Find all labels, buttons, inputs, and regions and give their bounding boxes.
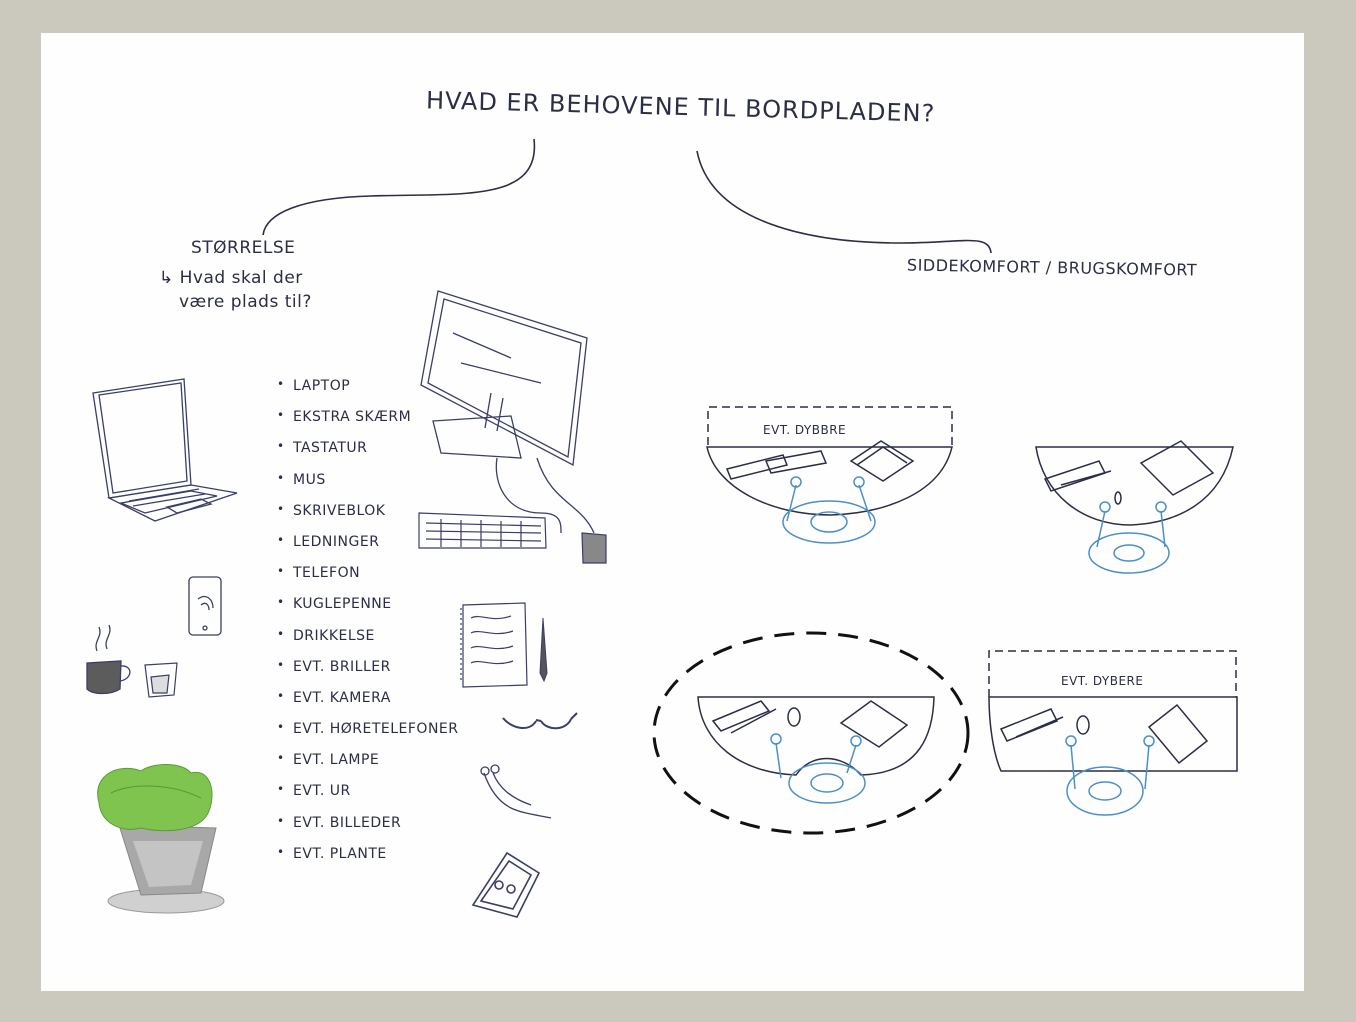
desk-label-top-left: EVT. DYBBRE [763, 423, 847, 437]
earphones-sketch [480, 764, 552, 819]
list-item: EVT. BRILLER [277, 658, 459, 690]
list-item: MUS [277, 471, 459, 503]
glasses-sketch [502, 712, 578, 730]
mug-sketch [86, 624, 131, 695]
list-item: EVT. HØRETELEFONER [277, 720, 459, 752]
list-item: TELEFON [277, 564, 459, 596]
list-item: EVT. BILLEDER [277, 814, 459, 846]
needs-list: LAPTOP EKSTRA SKÆRM TASTATUR MUS SKRIVEB… [277, 377, 459, 877]
notepad-sketch [460, 602, 528, 688]
list-item: EVT. PLANTE [277, 845, 459, 877]
person-top-right [1088, 501, 1170, 574]
person-bottom-left [770, 733, 866, 804]
branch-line-comfort [696, 150, 992, 254]
desk-bottom-left [697, 696, 935, 776]
desk-top-right [1035, 440, 1234, 526]
selection-ellipse [652, 631, 970, 835]
desk-label-bottom-right: EVT. DYBERE [1061, 674, 1144, 688]
list-item: DRIKKELSE [277, 626, 459, 659]
mouse-sketch [581, 532, 607, 564]
person-top-left [782, 476, 876, 544]
sketch-sheet: HVAD ER BEHOVENE TIL BORDPLADEN? STØRREL… [41, 33, 1304, 991]
list-item: EVT. KAMERA [277, 689, 459, 721]
list-item: KUGLEPENNE [277, 595, 459, 627]
laptop-sketch [92, 378, 238, 522]
list-item: LEDNINGER [277, 533, 459, 565]
glass-sketch [144, 662, 178, 698]
list-item: SKRIVEBLOK [277, 502, 459, 534]
plant-sketch [97, 764, 225, 914]
picture-frame-sketch [471, 851, 541, 918]
branch-line-size [262, 138, 536, 236]
size-question-line-1: ↳ Hvad skal der [159, 268, 303, 288]
list-item: EVT. LAMPE [277, 751, 459, 783]
size-question-line-2: være plads til? [179, 292, 312, 312]
pen-sketch [539, 617, 548, 683]
desk-top-left [706, 406, 953, 516]
person-bottom-right [1065, 735, 1155, 816]
size-branch-question: ↳ Hvad skal der være plads til? [159, 266, 312, 314]
sketch-drawing [86, 138, 1238, 918]
monitor-sketch [420, 290, 595, 534]
size-branch-heading: STØRRELSE [191, 238, 296, 258]
list-item: LAPTOP [277, 377, 459, 409]
list-item: EVT. UR [277, 782, 459, 814]
list-item: TASTATUR [277, 439, 459, 471]
list-item: EKSTRA SKÆRM [277, 408, 459, 440]
phone-sketch [188, 576, 222, 636]
desk-bottom-right [988, 650, 1238, 772]
